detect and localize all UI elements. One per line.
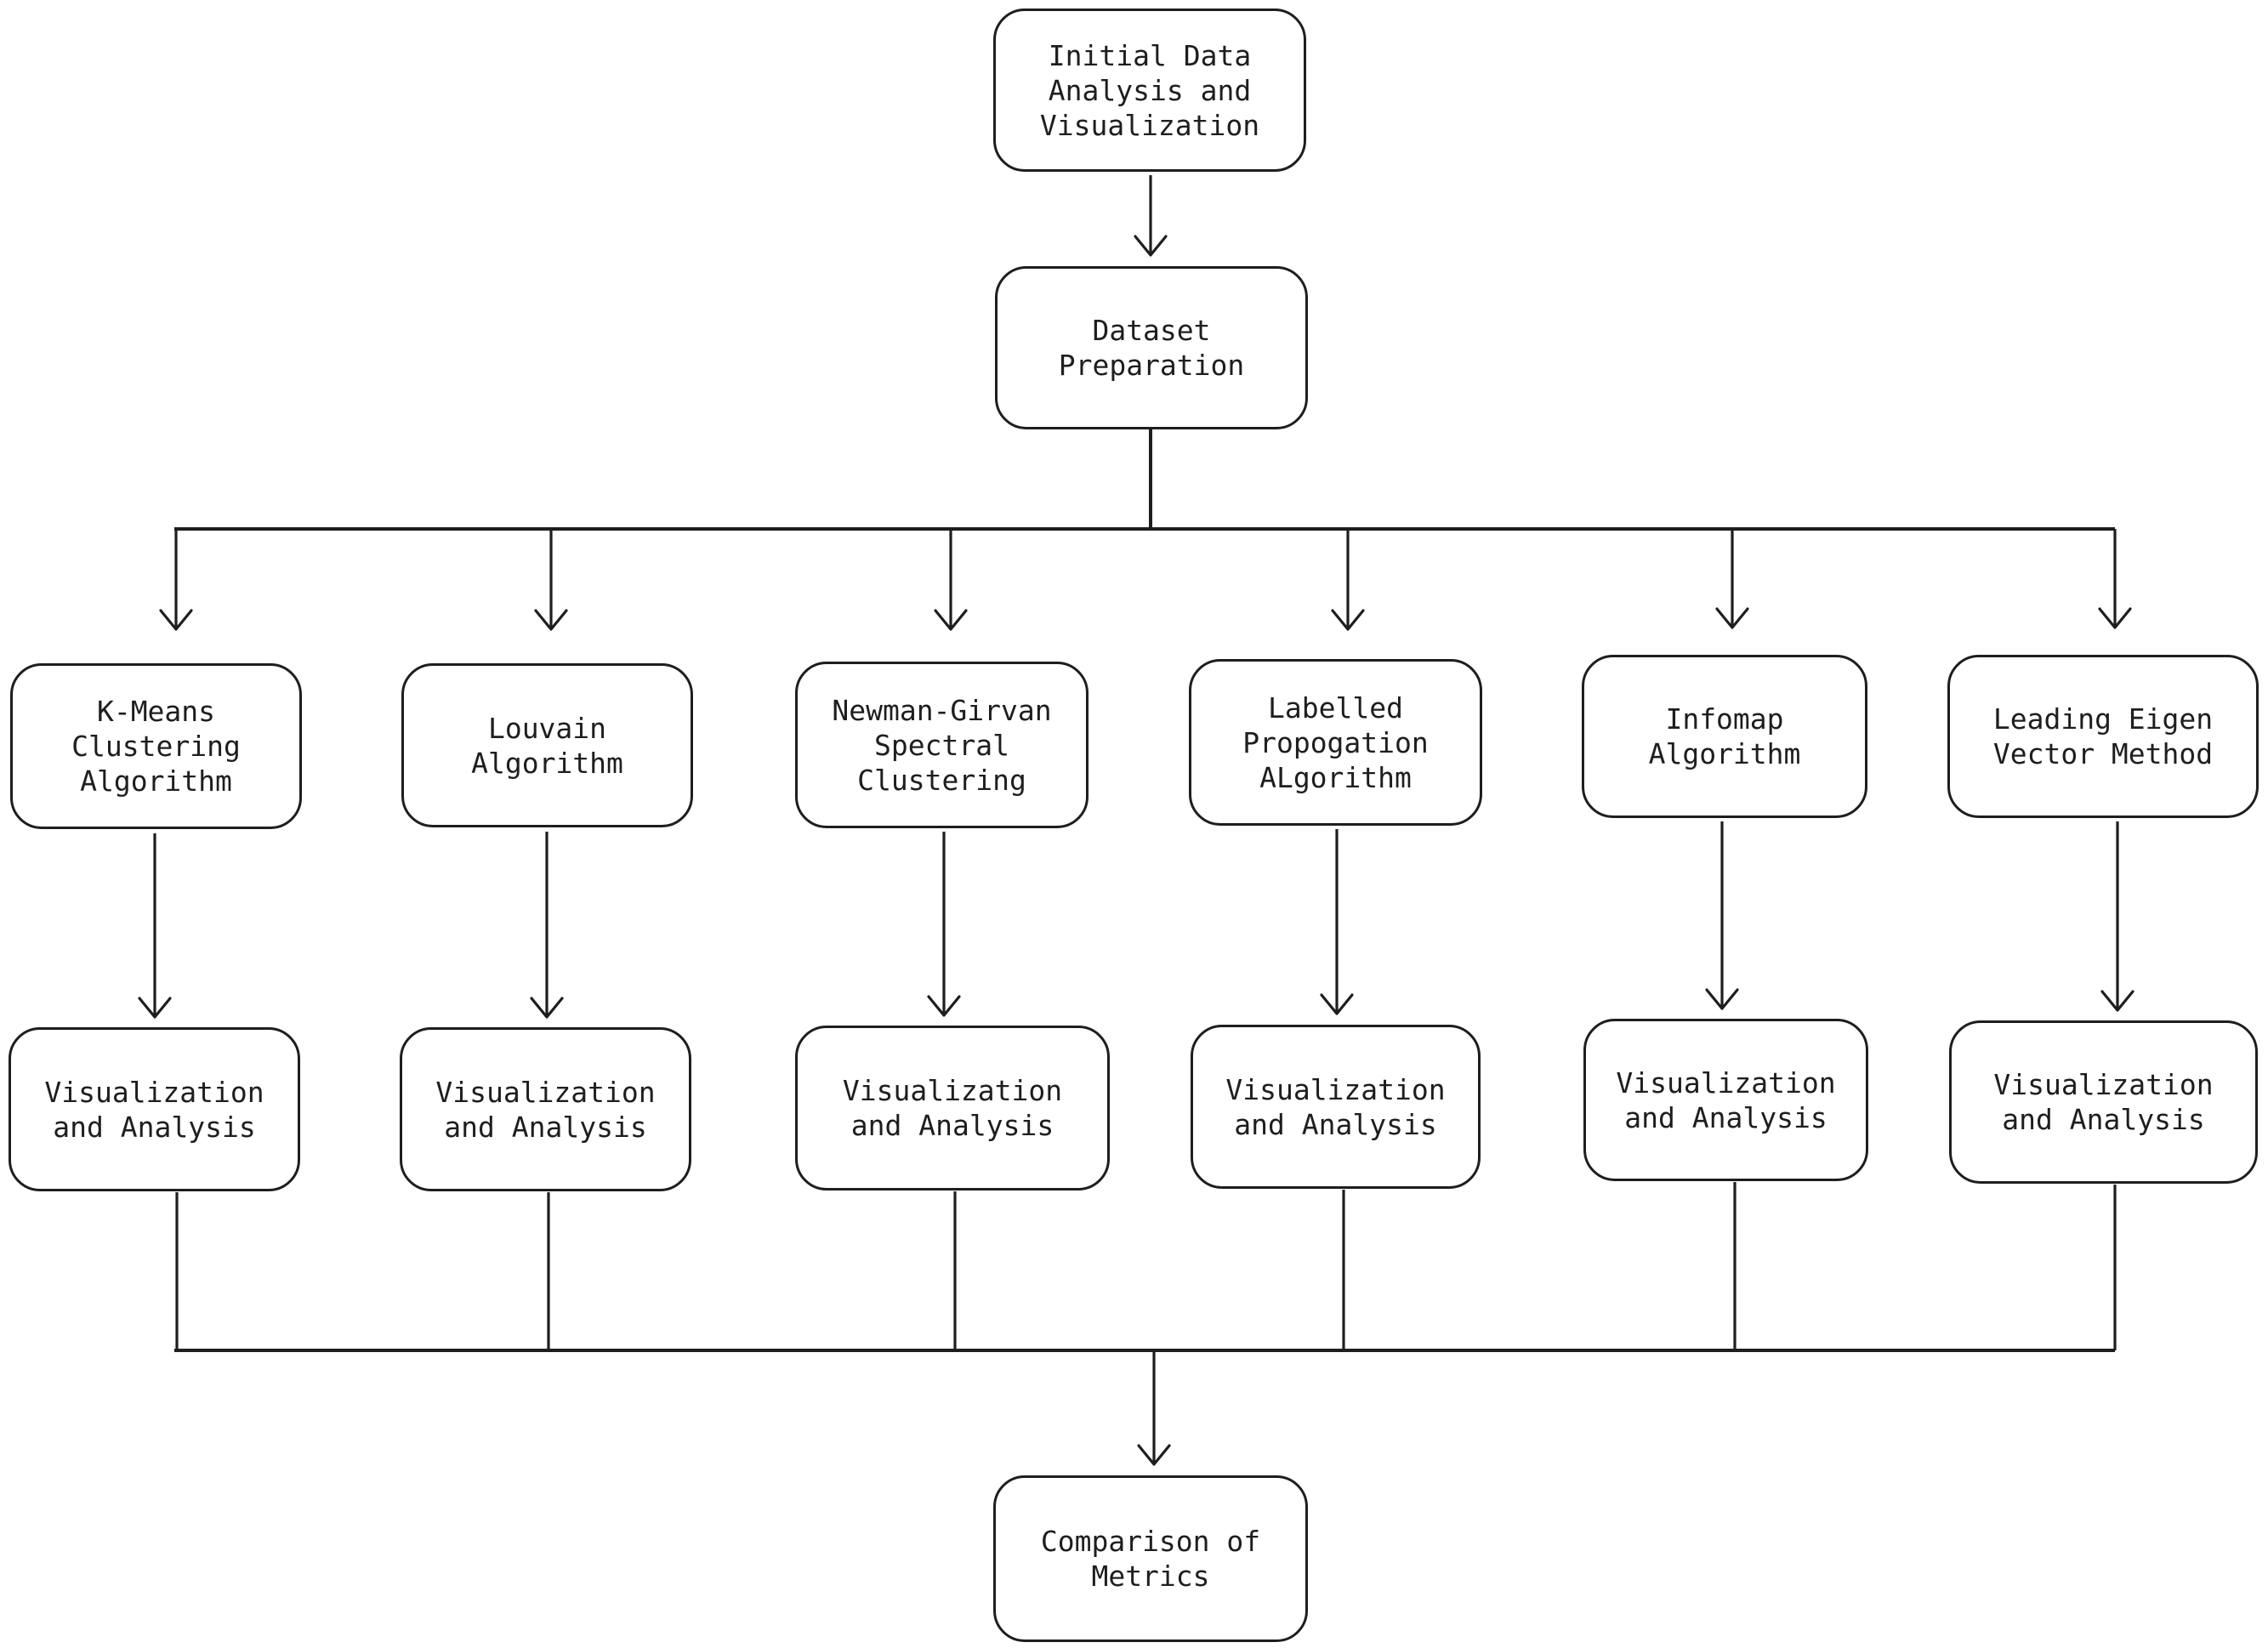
node-labelled-propogation: Labelled Propogation ALgorithm (1189, 659, 1482, 826)
node-infomap-algorithm: Infomap Algorithm (1582, 655, 1867, 818)
node-analysis-leading-eigen: Visualization and Analysis (1949, 1020, 2258, 1184)
node-analysis-kmeans: Visualization and Analysis (9, 1027, 300, 1191)
node-kmeans-clustering: K-Means Clustering Algorithm (10, 663, 302, 829)
node-analysis-louvain: Visualization and Analysis (400, 1027, 691, 1191)
node-analysis-infomap: Visualization and Analysis (1583, 1019, 1868, 1181)
node-newman-girvan-spectral: Newman-Girvan Spectral Clustering (795, 662, 1089, 828)
node-louvain-algorithm: Louvain Algorithm (401, 663, 693, 827)
node-dataset-preparation: Dataset Preparation (995, 266, 1308, 429)
node-analysis-newman-girvan: Visualization and Analysis (795, 1026, 1110, 1191)
node-leading-eigen-vector: Leading Eigen Vector Method (1947, 655, 2259, 818)
node-comparison-of-metrics: Comparison of Metrics (993, 1475, 1308, 1642)
node-analysis-labelled-propogation: Visualization and Analysis (1191, 1025, 1481, 1189)
node-initial-data-analysis: Initial Data Analysis and Visualization (993, 9, 1306, 172)
